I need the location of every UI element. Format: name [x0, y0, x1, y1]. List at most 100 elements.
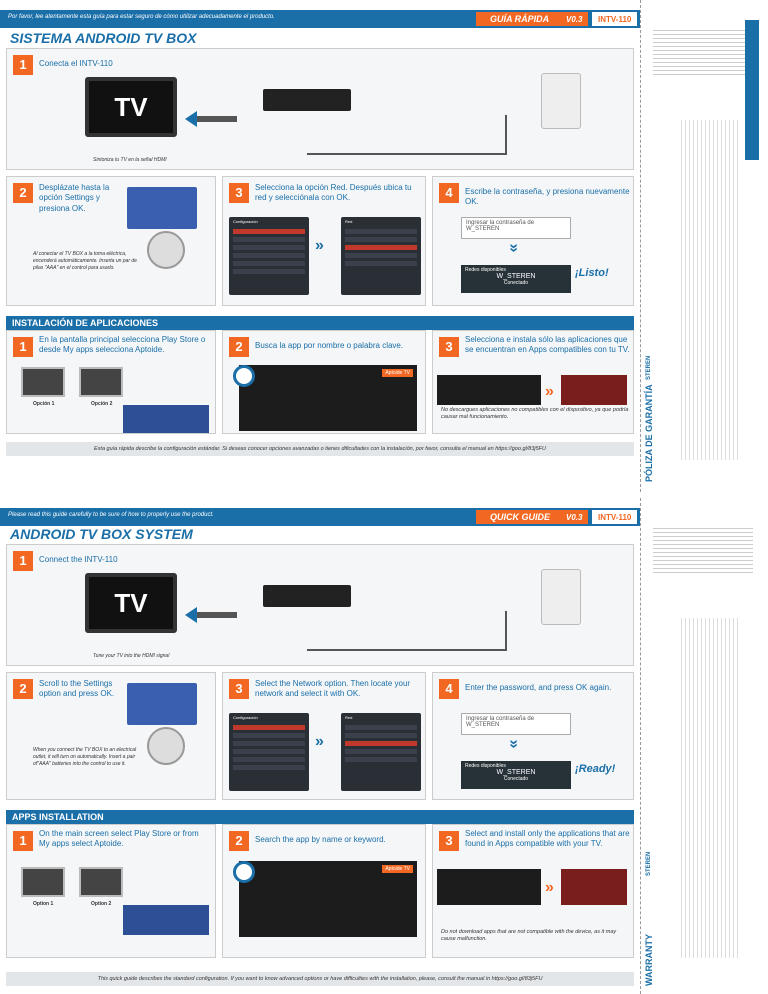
step-3-text: Selecciona la opción Red. Después ubica …: [255, 183, 412, 203]
steren-logo: STEREN: [646, 355, 652, 380]
aptoide-screen: Aptoide TV: [239, 365, 417, 431]
settings-screen: Configuración: [229, 713, 309, 791]
apps-header: APPS INSTALLATION: [6, 810, 634, 824]
warranty-strip-en: [640, 498, 768, 994]
networks-available-label: Redes disponibles: [465, 763, 506, 769]
warranty-text-block: [681, 618, 741, 958]
hdmi-cable: [197, 612, 237, 618]
english-guide: Please read this guide carefully to be s…: [0, 498, 640, 994]
step-number: 3: [439, 831, 459, 851]
tv-caption: Sintoniza tu TV en la señal HDMI: [93, 157, 167, 163]
step-number: 3: [439, 337, 459, 357]
apps-screen: [123, 905, 209, 935]
guide-badge: GUÍA RÁPIDA: [476, 12, 564, 26]
step-2-note: Al conectar el TV BOX a la toma eléctric…: [33, 251, 137, 271]
chevron-right-icon: »: [545, 879, 554, 896]
tv-box-icon: [263, 585, 351, 607]
step-1-panel: 1 Conecta el INTV-110 TV Sintoniza tu TV…: [6, 48, 634, 170]
version-badge: V0.3: [560, 12, 589, 26]
apps-header: INSTALACIÓN DE APLICACIONES: [6, 316, 634, 330]
network-name: W_STEREN: [496, 273, 536, 280]
screen-red-title: Red: [345, 715, 353, 720]
wall-outlet-icon: [541, 569, 581, 625]
hdmi-cable: [197, 116, 237, 122]
connected-label: Conectado: [503, 776, 529, 782]
step-4-panel: 4 Enter the password, and press OK again…: [432, 672, 634, 800]
top-bar: Por favor, lee atentamente esta guía par…: [0, 10, 640, 28]
chevron-down-icon: »: [505, 739, 523, 749]
arrow-left-icon: [185, 111, 197, 127]
password-dialog: Ingresar la contraseña de W_STEREN: [461, 217, 571, 239]
aptoide-screen: Aptoide TV: [239, 861, 417, 937]
apps-warning: Do not download apps that are not compat…: [441, 929, 617, 943]
connected-label: Conectado: [503, 280, 529, 286]
network-name: W_STEREN: [496, 769, 536, 776]
step-number: 1: [13, 337, 33, 357]
warranty-text-block: [681, 120, 741, 460]
warranty-edge-band: [745, 20, 759, 160]
step-3-text: Select the Network option. Then locate y…: [255, 679, 411, 699]
step-number: 2: [229, 337, 249, 357]
apps-step-2-text: Search the app by name or keyword.: [255, 835, 386, 844]
search-icon: [233, 365, 255, 387]
networks-available-label: Redes disponibles: [465, 267, 506, 273]
step-4-text: Enter the password, and press OK again.: [465, 683, 612, 692]
step-2-panel: 2 Desplázate hasta la opción Settings y …: [6, 176, 216, 306]
steren-logo: STEREN: [646, 851, 652, 876]
compatible-apps-screen: [437, 869, 541, 905]
password-prompt: Ingresar la contraseña de W_STEREN: [466, 716, 535, 728]
wall-outlet-icon: [541, 73, 581, 129]
settings-screen: Configuración: [229, 217, 309, 295]
step-number: 3: [229, 183, 249, 203]
step-number: 1: [13, 55, 33, 75]
password-dialog: Ingresar la contraseña de W_STEREN: [461, 713, 571, 735]
app-install-screen: [561, 375, 627, 405]
power-cable: [307, 611, 507, 651]
home-screen-thumb: [127, 187, 197, 229]
apps-step-1-text: En la pantalla principal selecciona Play…: [39, 335, 206, 355]
chevron-right-icon: »: [315, 237, 324, 254]
warranty-lines: [653, 30, 753, 78]
apps-warning: No descargues aplicaciones no compatible…: [441, 407, 629, 421]
apps-step-1-panel: 1 En la pantalla principal selecciona Pl…: [6, 330, 216, 434]
apps-step-2-panel: 2 Search the app by name or keyword. Apt…: [222, 824, 426, 958]
top-bar: Please read this guide carefully to be s…: [0, 508, 640, 526]
step-number: 2: [13, 183, 33, 203]
network-status: Redes disponibles W_STEREN Conectado: [461, 761, 571, 789]
tv-caption: Tune your TV into the HDMI signal: [93, 653, 170, 659]
network-screen: Red: [341, 217, 421, 295]
compatible-apps-screen: [437, 375, 541, 405]
apps-screen: [123, 405, 209, 433]
apps-step-2-text: Busca la app por nombre o palabra clave.: [255, 341, 404, 350]
model-badge: INTV-110: [592, 12, 638, 26]
chevron-down-icon: »: [505, 243, 523, 253]
step-3-panel: 3 Selecciona la opción Red. Después ubic…: [222, 176, 426, 306]
apps-step-3-text: Select and install only the applications…: [465, 829, 630, 849]
step-2-text: Scroll to the Settings option and press …: [39, 679, 115, 699]
step-1-text: Connect the INTV-110: [39, 555, 118, 564]
apps-step-1-panel: 1 On the main screen select Play Store o…: [6, 824, 216, 958]
warranty-strip-es: [640, 0, 768, 492]
intro-text: Please read this guide carefully to be s…: [8, 512, 214, 518]
option-2-thumb: [79, 867, 123, 897]
step-number: 4: [439, 679, 459, 699]
warranty-lines: [653, 528, 753, 576]
guide-badge: QUICK GUIDE: [476, 510, 565, 524]
warranty-title: WARRANTY: [644, 934, 654, 986]
screen-title: Configuración: [233, 219, 258, 224]
version-badge: V0.3: [560, 510, 589, 524]
network-status: Redes disponibles W_STEREN Conectado: [461, 265, 571, 293]
remote-control-icon: [147, 727, 185, 765]
tv-icon: TV: [85, 77, 177, 137]
step-2-panel: 2 Scroll to the Settings option and pres…: [6, 672, 216, 800]
intro-text: Por favor, lee atentamente esta guía par…: [8, 14, 275, 20]
step-4-panel: 4 Escribe la contraseña, y presiona nuev…: [432, 176, 634, 306]
model-badge: INTV-110: [592, 510, 638, 524]
step-number: 2: [229, 831, 249, 851]
step-number: 1: [13, 551, 33, 571]
apps-step-2-panel: 2 Busca la app por nombre o palabra clav…: [222, 330, 426, 434]
footer-note: Esta guía rápida describe la configuraci…: [6, 442, 634, 456]
option-1-label: Opción 1: [33, 401, 55, 407]
step-2-note: When you connect the TV BOX to an electr…: [33, 747, 137, 767]
chevron-right-icon: »: [315, 733, 324, 750]
